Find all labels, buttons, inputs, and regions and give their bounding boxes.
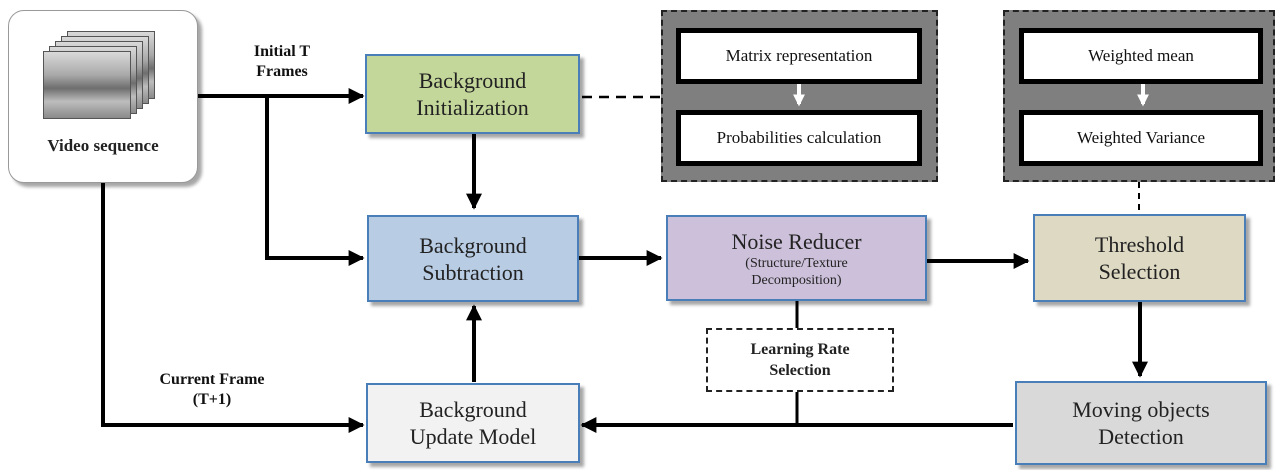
background-subtraction-node: Background Subtraction <box>367 215 579 302</box>
video-frames-stack-icon <box>43 31 173 121</box>
background-initialization-node: Background Initialization <box>365 54 580 134</box>
moving-objects-detection-node: Moving objects Detection <box>1015 381 1267 465</box>
initialization-detail-panel: Matrix representation Probabilities calc… <box>661 10 938 182</box>
arrow-initial-to-subtraction <box>265 96 365 266</box>
noise-reducer-node: Noise Reducer (Structure/Texture Decompo… <box>666 215 927 301</box>
video-sequence-node: Video sequence <box>8 10 198 183</box>
threshold-selection-node: Threshold Selection <box>1033 214 1246 302</box>
weighted-mean-step: Weighted mean <box>1019 28 1263 84</box>
matrix-representation-step: Matrix representation <box>676 28 922 84</box>
weighted-variance-step: Weighted Variance <box>1019 110 1263 166</box>
learning-rate-selection-node: Learning Rate Selection <box>706 328 894 392</box>
threshold-detail-panel: Weighted mean Weighted Variance <box>1003 10 1275 182</box>
background-update-model-node: Background Update Model <box>366 383 580 463</box>
current-frame-label: Current Frame(T+1) <box>159 371 265 408</box>
arrow-current-frame-to-update <box>101 183 365 433</box>
video-sequence-label: Video sequence <box>47 136 159 155</box>
probabilities-calculation-step: Probabilities calculation <box>676 110 922 166</box>
